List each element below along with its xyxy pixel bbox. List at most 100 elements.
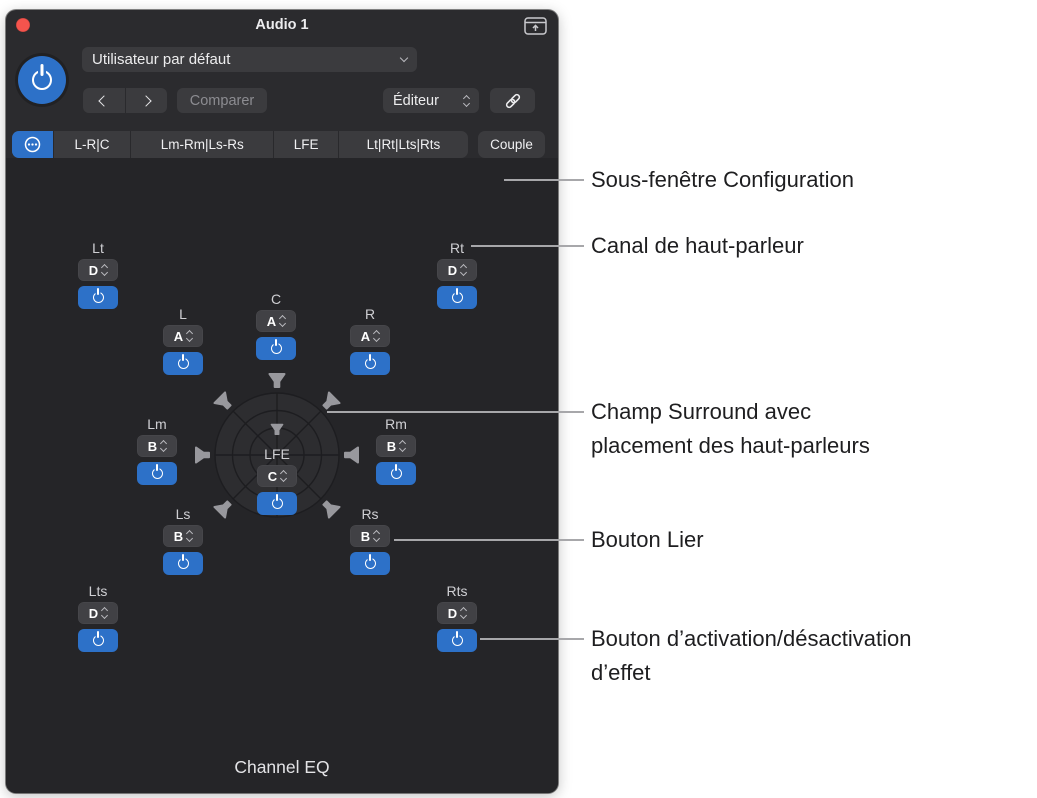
chevron-updown-icon: [280, 469, 288, 483]
annotation-text: Canal de haut-parleur: [591, 233, 804, 258]
channel-stack: Ls B: [163, 506, 203, 575]
link-button[interactable]: [490, 88, 535, 113]
couple-button[interactable]: Couple: [478, 131, 545, 158]
channel-stack: LFE C: [257, 446, 297, 515]
channel-power-button[interactable]: [163, 552, 203, 575]
power-icon: [177, 558, 189, 569]
close-icon[interactable]: [16, 18, 30, 32]
channel-link-group-dropdown[interactable]: D: [78, 259, 118, 281]
channel-power-button[interactable]: [78, 286, 118, 309]
callout-line: [480, 638, 584, 640]
link-group-value: D: [88, 605, 99, 621]
power-icon: [92, 635, 104, 646]
power-icon: [451, 635, 463, 646]
compare-button[interactable]: Comparer: [177, 88, 267, 113]
popout-window-icon[interactable]: [523, 16, 547, 35]
channel-label: C: [270, 291, 282, 307]
channel-stack: Lts D: [78, 583, 118, 652]
channel-label: Lm: [147, 416, 167, 432]
configuration-tabs: L-R|C Lm-Rm|Ls-Rs LFE Lt|Rt|Lts|Rts: [12, 131, 468, 158]
tab-label: Lm-Rm|Ls-Rs: [160, 137, 244, 152]
speaker-icon: [213, 391, 232, 410]
window-title: Audio 1: [255, 17, 309, 33]
speaker-icon: [322, 500, 341, 519]
chevron-left-icon: [98, 94, 110, 107]
editor-dropdown[interactable]: Éditeur: [383, 88, 479, 113]
channel-label: R: [364, 306, 376, 322]
speaker-icon: [195, 446, 210, 464]
tab[interactable]: Lm-Rm|Ls-Rs: [130, 131, 273, 158]
channel-power-button[interactable]: [163, 352, 203, 375]
chevron-updown-icon: [101, 263, 109, 277]
power-icon: [151, 468, 163, 479]
channel-link-group-dropdown[interactable]: B: [163, 525, 203, 547]
plugin-window: Audio 1 Utilisateur par défaut Comparer …: [6, 10, 558, 793]
channel-link-group-dropdown[interactable]: A: [350, 325, 390, 347]
link-group-value: A: [360, 328, 371, 344]
channel-stack: Lm B: [137, 416, 177, 485]
annotation-text: Sous-fenêtre Configuration: [591, 167, 854, 192]
link-group-value: A: [266, 313, 277, 329]
channel-label: Rt: [450, 240, 464, 256]
channel-link-group-dropdown[interactable]: B: [376, 435, 416, 457]
channel-label: L: [179, 306, 187, 322]
channel-link-group-dropdown[interactable]: D: [78, 602, 118, 624]
chevron-updown-icon: [373, 329, 381, 343]
annotation-text: Bouton Lier: [591, 527, 704, 552]
chevron-updown-icon: [279, 314, 287, 328]
plugin-power-button[interactable]: [18, 56, 66, 104]
previous-preset-button[interactable]: [83, 88, 126, 113]
channel-power-button[interactable]: [376, 462, 416, 485]
chevron-updown-icon: [101, 606, 109, 620]
chevron-updown-icon: [460, 606, 468, 620]
channel-stack: Rs B: [350, 506, 390, 575]
chevron-updown-icon: [399, 439, 407, 453]
channel-link-group-dropdown[interactable]: A: [256, 310, 296, 332]
preset-dropdown[interactable]: Utilisateur par défaut: [82, 47, 417, 72]
channel-link-group-dropdown[interactable]: B: [137, 435, 177, 457]
link-group-value: B: [173, 528, 184, 544]
channel-label: LFE: [264, 446, 290, 462]
tab[interactable]: LFE: [273, 131, 338, 158]
tab[interactable]: Lt|Rt|Lts|Rts: [337, 131, 468, 158]
channel-power-button[interactable]: [78, 629, 118, 652]
channel-label: Rm: [385, 416, 407, 432]
editor-label: Éditeur: [393, 92, 439, 109]
chevron-right-icon: [140, 94, 152, 107]
channel-label: Lt: [92, 240, 104, 256]
channel-link-group-dropdown[interactable]: B: [350, 525, 390, 547]
channel-label: Rts: [446, 583, 468, 599]
channel-link-group-dropdown[interactable]: C: [257, 465, 297, 487]
next-preset-button[interactable]: [126, 88, 168, 113]
channel-link-group-dropdown[interactable]: A: [163, 325, 203, 347]
channel-power-button[interactable]: [256, 337, 296, 360]
link-group-value: B: [147, 438, 158, 454]
titlebar: Audio 1: [6, 10, 558, 40]
channel-power-button[interactable]: [437, 286, 477, 309]
chevron-updown-icon: [460, 263, 468, 277]
channel-power-button[interactable]: [350, 552, 390, 575]
speaker-icon: [270, 423, 284, 435]
tab[interactable]: L-R|C: [52, 131, 131, 158]
speaker-icon: [322, 391, 341, 410]
power-icon: [270, 343, 282, 354]
plugin-name: Channel EQ: [234, 757, 330, 777]
link-group-value: D: [88, 262, 99, 278]
speaker-icon: [213, 500, 232, 519]
link-group-value: B: [360, 528, 371, 544]
channel-stack: L A: [163, 306, 203, 375]
speaker-icon: [344, 446, 359, 464]
channel-power-button[interactable]: [350, 352, 390, 375]
channel-stack: Lt D: [78, 240, 118, 309]
channel-power-button[interactable]: [137, 462, 177, 485]
channel-power-button[interactable]: [437, 629, 477, 652]
channel-link-group-dropdown[interactable]: D: [437, 602, 477, 624]
channel-link-group-dropdown[interactable]: D: [437, 259, 477, 281]
callout-line: [504, 179, 584, 181]
link-group-value: C: [267, 468, 278, 484]
channel-power-button[interactable]: [257, 492, 297, 515]
link-group-value: D: [447, 605, 458, 621]
tab-configuration[interactable]: [12, 131, 53, 158]
power-icon: [271, 498, 283, 509]
